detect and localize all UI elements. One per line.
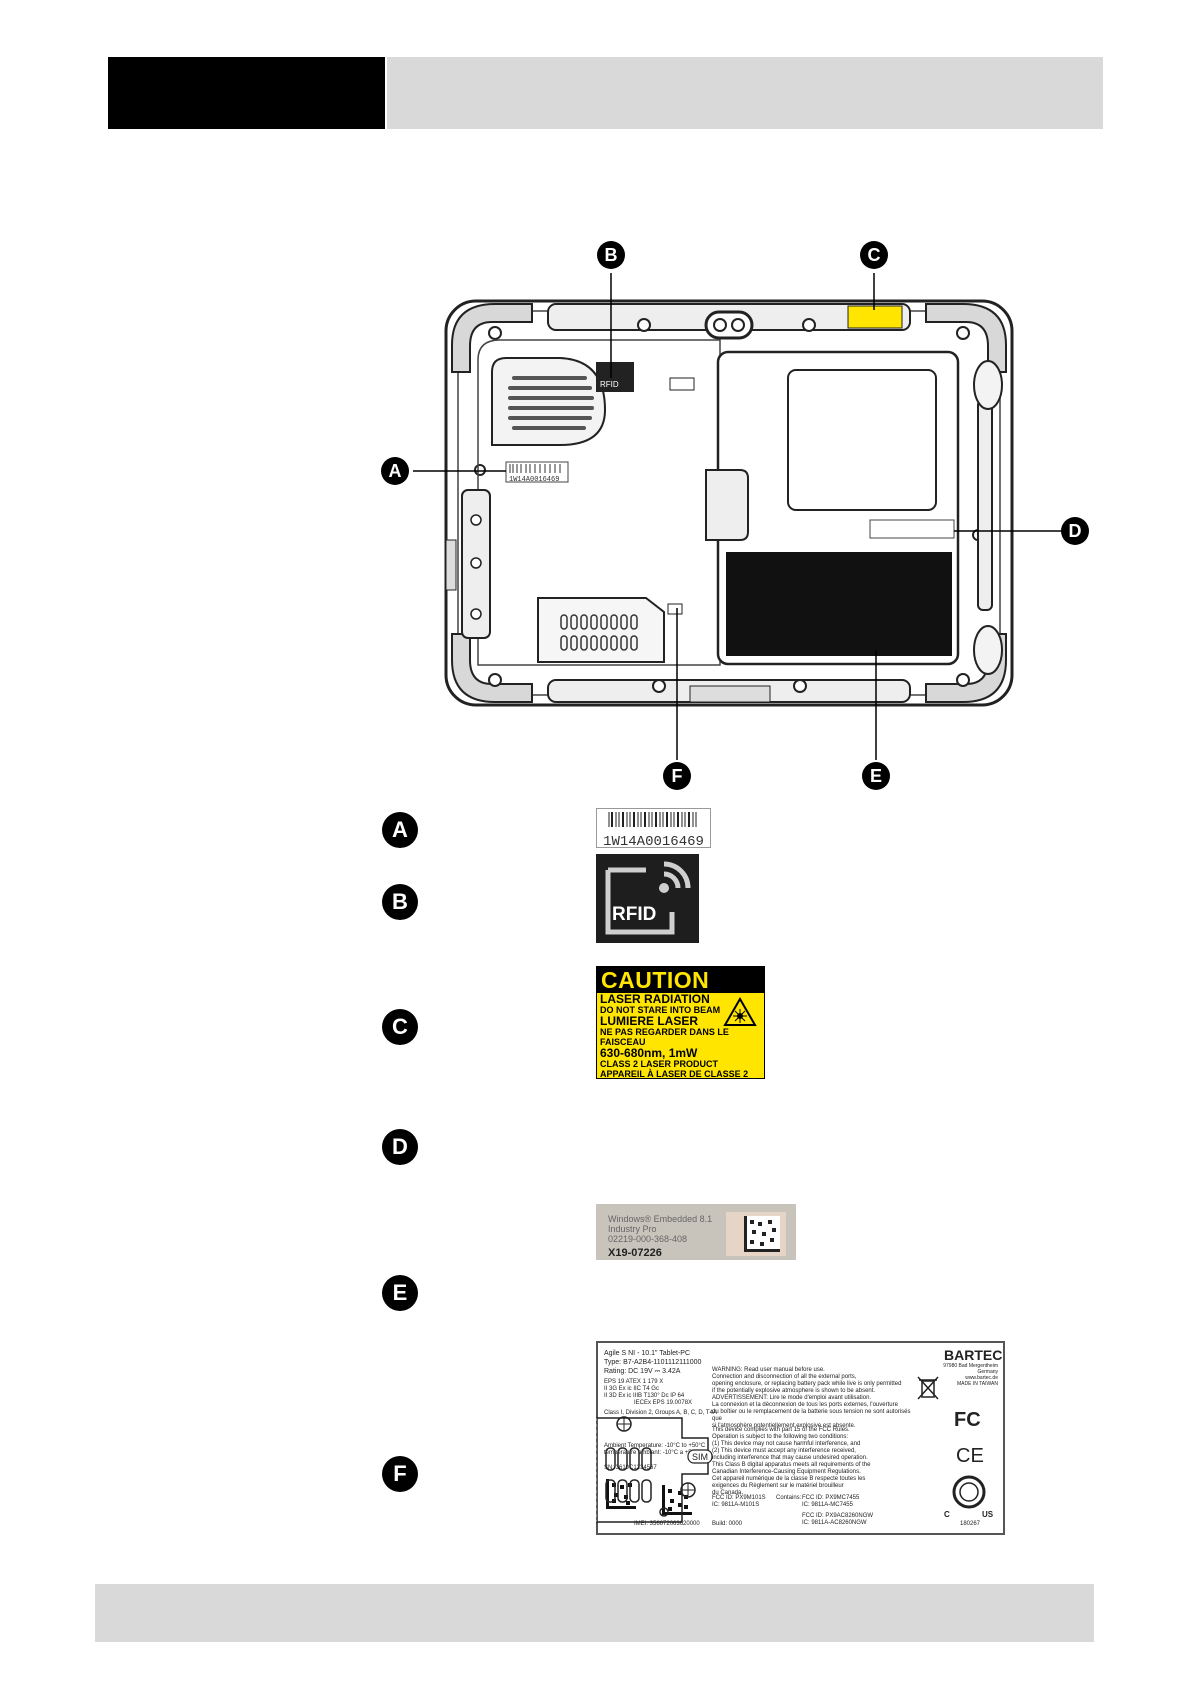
plate-fcc-5: including interference that may cause un… [712,1455,868,1461]
laser-warning-icon [723,997,757,1026]
plate-iecex: IECEx EPS 19.0078X [634,1400,693,1406]
plate-warning-7: du boîtier ou le remplacement de la batt… [712,1409,911,1422]
plate-brand: BARTEC [944,1347,1003,1363]
plate-fcc-10: du Canada. [712,1490,744,1496]
plate-fcc-8: Cet appareil numérique de la classe B re… [712,1476,866,1482]
rfid-text: RFID [612,904,657,925]
csa-mark-icon [952,1475,986,1509]
footer-gray-bar [95,1584,1094,1642]
weee-bin-icon [917,1376,939,1400]
callout-e: E [870,766,882,786]
plate-fcc-3: (1) This device may not cause harmful in… [712,1441,861,1447]
plate-build: Build: 0000 [712,1521,743,1527]
license-code: X19-07226 [608,1247,662,1259]
svg-text:RFID: RFID [600,380,619,389]
caution-line-6: CLASS 2 LASER PRODUCT [600,1059,719,1069]
plate-fccid-1: FCC ID: PX9M101S [712,1495,766,1501]
plate-made-in: MADE IN TAIWAN [956,1381,998,1387]
plate-fccid-2: FCC ID: PX9MC7455 [802,1495,860,1501]
plate-class: Class I, Division 2, Groups A, B, C, D, … [604,1410,717,1416]
figure-barcode-text: 1W14A0016469 [509,476,559,484]
plate-contains: Contains: [776,1495,802,1501]
license-datamatrix [726,1212,786,1256]
rfid-label: RFID [596,854,699,943]
plate-warning-8: si l'atmosphère potentiellement explosiv… [712,1423,856,1429]
plate-ex2: II 3D Ex ic IIIB T130° Dc IP 64 [604,1393,685,1399]
plate-rating: Rating: DC 19V ⎓ 3.42A [604,1368,681,1375]
caution-title: CAUTION [597,967,764,993]
caution-line-3: LUMIERE LASER [600,1014,699,1028]
plate-fcc-2: Operation is subject to the following tw… [712,1434,849,1440]
csa-c: C [944,1510,950,1519]
plate-product: Agile S NI - 10.1" Tablet-PC [604,1350,691,1357]
plate-fcc-9: exigences du Règlement sur le matériel b… [712,1483,844,1489]
plate-warning-5: ADVERTISSEMENT: Lire le mode d'emploi av… [712,1395,872,1401]
plate-warning-4: if the potentially explosive atmosphere … [712,1388,876,1394]
plate-ic-2: IC: 9811A-MC7455 [802,1502,853,1508]
plate-warning-6: La connexion et la déconnexion de tous l… [712,1402,898,1408]
caution-line-1: LASER RADIATION [600,992,710,1006]
plate-warning-1: WARNING: Read user manual before use. [712,1367,825,1373]
license-line-1: Windows® Embedded 8.1 [608,1214,713,1224]
sim-cover-drawing: SIM [596,1416,713,1523]
caution-line-5: 630-680nm, 1mW [600,1046,698,1060]
barcode-graphic [608,812,697,827]
fcc-mark: FC [954,1409,981,1431]
plate-address-2: Germany [977,1369,998,1375]
legend-e: E [382,1275,418,1311]
sim-text: SIM [692,1452,708,1462]
license-line-2: Industry Pro [608,1224,657,1234]
plate-atex: EPS 19 ATEX 1 179 X [604,1379,664,1385]
caution-line-7: APPAREIL À LASER DE CLASSE 2 [600,1069,749,1079]
plate-ambient-2: température ambiant: -10°C a +50°C [604,1450,702,1456]
header-gray-bar [387,57,1103,129]
laser-caution-label: CAUTION LASER RADIATION DO NOT STARE INT… [596,966,765,1079]
csa-us: US [982,1510,994,1519]
license-line-3: 02219-000-368-408 [608,1234,688,1244]
plate-ic-3: IC: 9811A-AC8260NGW [802,1520,867,1526]
callout-b: B [605,245,618,265]
plate-type: Type: B7-A2B4-1101112111000 [604,1359,702,1366]
callout-d: D [1069,521,1082,541]
plate-ex1: II 3G Ex ic IIC T4 Gc [604,1386,659,1392]
rfid-icon [605,861,691,935]
legend-d: D [382,1129,418,1165]
callout-c: C [868,245,881,265]
caution-line-4: NE PAS REGARDER DANS LE FAISCEAU [600,1027,729,1047]
legend-c: C [382,1009,418,1045]
plate-ic-1: IC: 9811A-M101S [712,1502,760,1508]
serial-number-text: 1W14A0016469 [603,834,704,850]
license-label: Windows® Embedded 8.1 Industry Pro 02219… [596,1204,796,1260]
rating-plate-label: Agile S NI - 10.1" Tablet-PC Type: B7-A2… [596,1341,1005,1535]
legend-a: A [382,812,418,848]
plate-fccid-3: FCC ID: PX9AC8260NGW [802,1513,874,1519]
plate-fcc-6: This Class B digital apparatus meets all… [712,1462,871,1468]
plate-warning-3: opening enclosure, or replacing battery … [712,1381,902,1387]
plate-ambient-1: Ambient Temperature: -10°C to +50°C [604,1443,706,1449]
plate-address-1: 97980 Bad Mergentheim [943,1363,998,1369]
plate-warning-2: Connection and disconnection of all the … [712,1374,857,1380]
callout-a: A [389,461,402,481]
legend-f: F [382,1456,418,1492]
plate-datamatrix-1 [606,1479,636,1509]
legend-b: B [382,884,418,920]
caution-line-2: DO NOT STARE INTO BEAM [600,1005,721,1015]
plate-fcc-1: This device complies with part 15 of the… [712,1427,850,1433]
ce-mark: CE [956,1445,984,1467]
header-black-block [108,57,385,129]
plate-fcc-4: (2) This device must accept any interfer… [712,1448,856,1454]
callout-f: F [672,766,683,786]
csa-number: 180267 [960,1521,981,1527]
plate-address-3: www.bartec.de [965,1375,998,1381]
plate-imei: IMEI: 356672063620000 [634,1521,700,1527]
plate-fcc-7: Canadian Interference-Causing Equipment … [712,1469,861,1475]
serial-barcode-label: 1W14A0016469 [596,808,711,850]
tablet-rear-figure: RFID 1W14A0016469 A [381,241,1089,790]
